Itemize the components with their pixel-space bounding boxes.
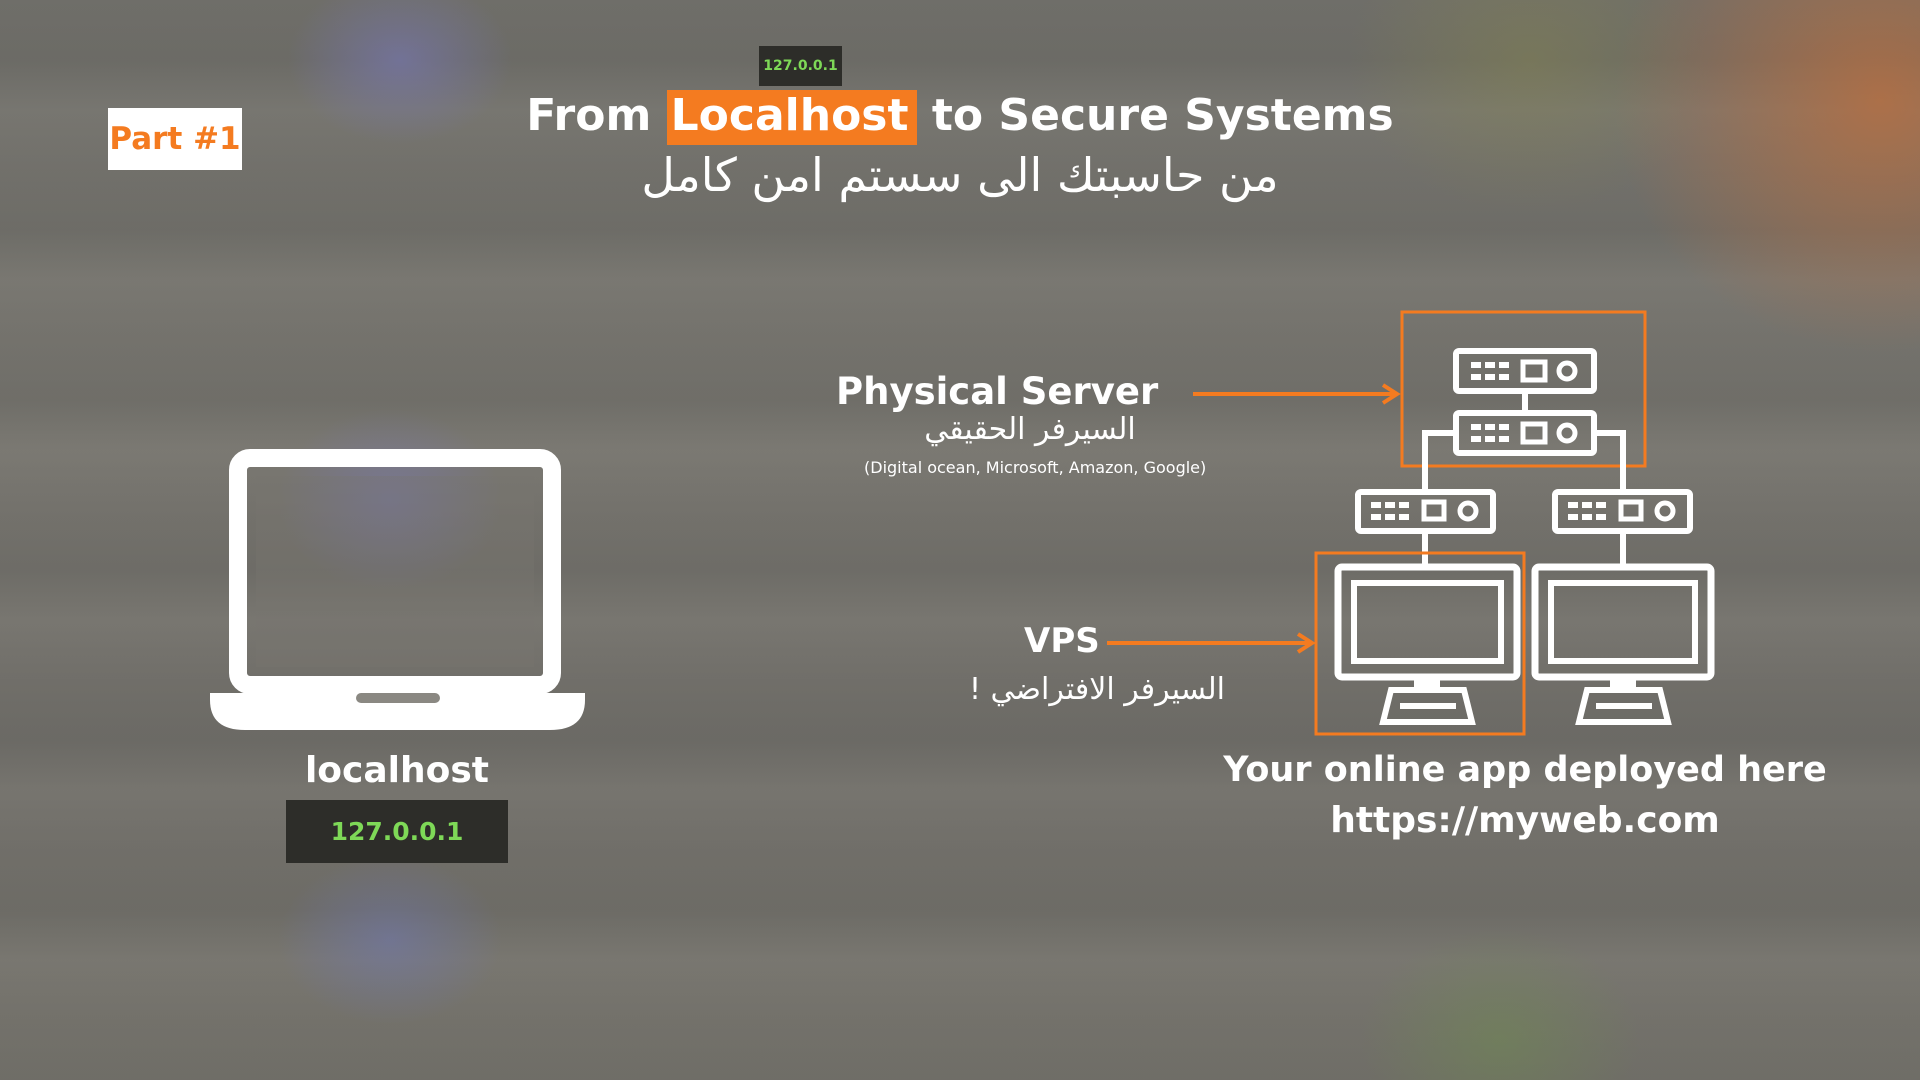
laptop-icon <box>210 458 585 730</box>
localhost-ip-tag: 127.0.0.1 <box>286 800 508 863</box>
monitor-icon <box>1338 567 1517 722</box>
deployment-label: Your online app deployed here <box>1150 750 1900 790</box>
localhost-ip-text: 127.0.0.1 <box>331 817 464 846</box>
physical-server-label: Physical Server <box>836 370 1336 413</box>
monitor-icon <box>1535 567 1711 722</box>
localhost-label: localhost <box>286 750 508 791</box>
server-unit-icon <box>1555 492 1690 531</box>
physical-server-providers: (Digital ocean, Microsoft, Amazon, Googl… <box>864 458 1264 477</box>
arrow-right-icon <box>1107 634 1312 652</box>
vps-label: VPS <box>1024 621 1124 661</box>
physical-server-arabic: السيرفر الحقيقي <box>880 412 1180 447</box>
vps-arabic: السيرفر الافتراضي ! <box>925 672 1225 707</box>
deployment-url: https://myweb.com <box>1150 800 1900 841</box>
server-unit-icon <box>1358 492 1493 531</box>
